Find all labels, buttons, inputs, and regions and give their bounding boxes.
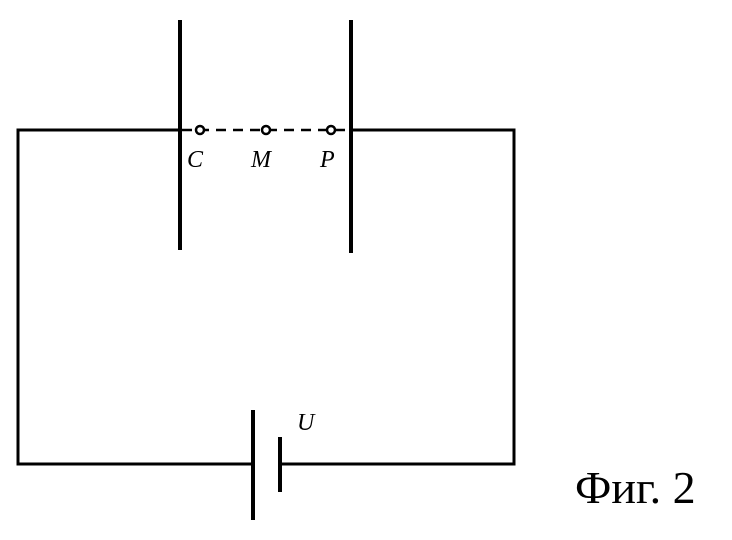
figure-caption: Фиг. 2: [575, 462, 696, 513]
point-c-marker: [194, 124, 206, 136]
point-c-label: C: [187, 147, 204, 173]
battery-symbol: [251, 410, 282, 520]
battery-voltage-label: U: [297, 410, 316, 436]
circuit-wires: [16, 128, 516, 466]
point-p-marker: [325, 124, 337, 136]
point-p-label: P: [319, 147, 335, 173]
point-m-label: M: [250, 147, 273, 173]
point-m-marker: [260, 124, 272, 136]
